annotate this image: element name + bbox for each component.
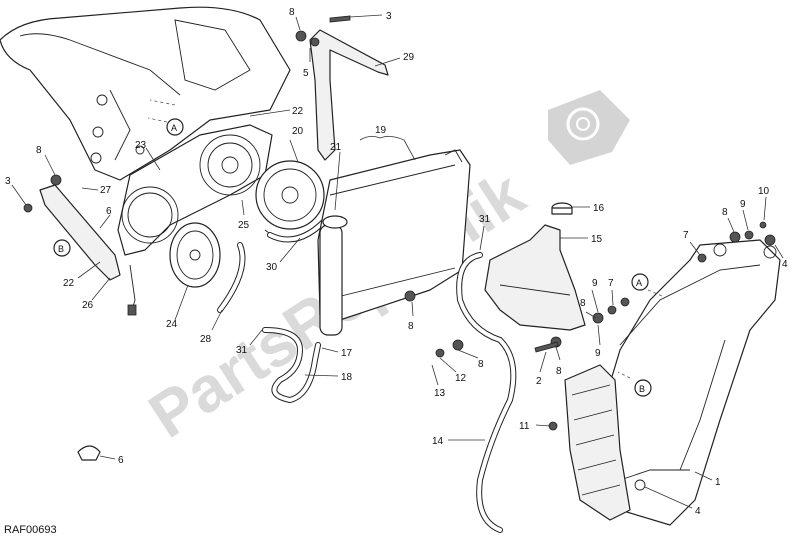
fan-shroud (117, 124, 273, 256)
radiator-19 (317, 149, 471, 336)
main-frame (0, 6, 291, 181)
callout-5-left: 6 (106, 206, 112, 217)
callout-12: 12 (455, 373, 467, 384)
callout-9: 9 (592, 278, 598, 289)
callout-8-low: 8 (478, 359, 484, 370)
callout-21: 21 (330, 142, 342, 153)
view-marker-b-right: B (639, 384, 645, 394)
callout-13: 13 (434, 388, 446, 399)
callout-11: 11 (519, 421, 530, 432)
fan-24 (169, 222, 221, 288)
subframe-1 (599, 239, 781, 526)
callout-27: 27 (100, 185, 112, 196)
callout-10: 10 (758, 186, 770, 197)
callout-22-left: 22 (63, 278, 75, 289)
callout-5: 5 (303, 68, 309, 79)
callout-18: 14 (432, 436, 444, 447)
callout-2: 2 (536, 376, 542, 387)
callout-8-right: 8 (722, 207, 728, 218)
callout-23: 23 (135, 140, 147, 151)
watermark-gear-icon (566, 107, 600, 141)
hardware (77, 221, 776, 461)
callout-30: 30 (266, 262, 278, 273)
view-marker-b: B (58, 244, 64, 254)
callout-1: 1 (715, 477, 721, 488)
callout-8-mid: 8 (408, 321, 414, 332)
bracket-26 (23, 174, 137, 316)
fan-20 (255, 160, 325, 240)
lower-radiator (564, 364, 631, 521)
expansion-tank-14 (484, 202, 586, 331)
callout-4: 4 (695, 506, 701, 517)
callout-28: 28 (200, 334, 212, 345)
callout-31-left: 31 (236, 345, 248, 356)
view-marker-a: A (171, 123, 177, 133)
callout-17: 18 (341, 372, 353, 383)
callout-26: 26 (82, 300, 94, 311)
callout-16: 17 (341, 348, 353, 359)
callout-3: 3 (386, 11, 392, 22)
callout-25: 25 (238, 220, 250, 231)
callout-19: 19 (375, 125, 387, 136)
callout-3-left: 3 (5, 176, 11, 187)
callout-20: 20 (292, 126, 304, 137)
callouts: 3 8 5 29 22 20 23 8 3 27 6 22 26 (5, 7, 788, 517)
callout-6: 6 (118, 455, 124, 466)
callout-7-right: 7 (683, 230, 689, 241)
bracket-29 (295, 15, 389, 161)
callout-7: 7 (608, 278, 614, 289)
callout-8-tank: 8 (556, 366, 562, 377)
hose-18 (456, 252, 517, 533)
callout-9-right: 9 (740, 199, 746, 210)
callout-8: 8 (289, 7, 295, 18)
callout-9-low: 9 (595, 348, 601, 359)
drawing-code: RAF00693 (4, 524, 57, 536)
callout-29: 29 (403, 52, 415, 63)
callout-8-left: 8 (36, 145, 42, 156)
callout-4-right: 4 (782, 259, 788, 270)
view-markers: A B A B (53, 117, 663, 397)
callout-14: 15 (591, 234, 603, 245)
callout-22: 22 (292, 106, 304, 117)
hose-17 (262, 327, 321, 404)
callout-8-sub: 8 (580, 298, 586, 309)
callout-31-right: 31 (479, 214, 491, 225)
view-marker-a-right: A (636, 278, 642, 288)
callout-15: 16 (593, 203, 605, 214)
callout-24: 24 (166, 319, 178, 330)
